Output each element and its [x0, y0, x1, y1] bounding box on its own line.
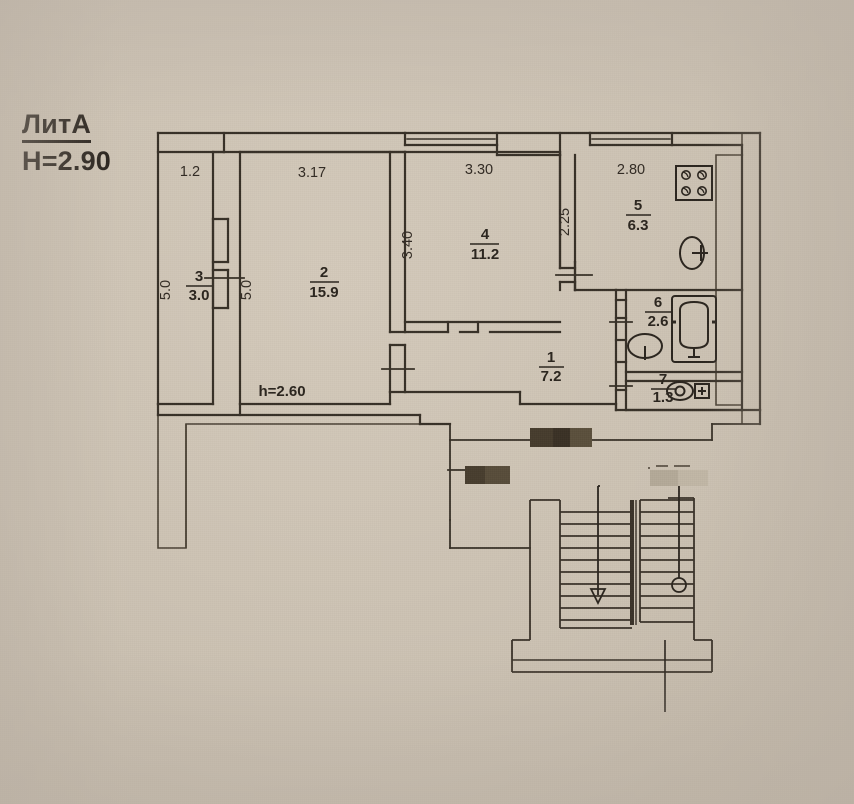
building-height-label: H=2.90 [22, 146, 112, 177]
dim-balcony-depth-left: 5.0 [158, 280, 174, 300]
room-5-area: 6.3 [628, 217, 649, 234]
dim-balcony-width: 1.2 [180, 164, 200, 180]
room-1-area: 7.2 [541, 368, 562, 385]
room-6-area: 2.6 [648, 313, 669, 330]
fixture-washbasin [627, 333, 663, 360]
dim-room4-width: 3.30 [465, 162, 493, 178]
room-3-number: 3 [195, 268, 203, 285]
room-4-area: 11.2 [471, 246, 499, 263]
dim-room2-width: 3.17 [298, 165, 326, 181]
stairwell [511, 497, 713, 673]
room-2-number: 2 [320, 264, 328, 281]
dim-balcony-depth-right: 5.0 [239, 280, 255, 300]
fixture-bathtub [671, 295, 717, 363]
room-1-number: 1 [547, 349, 555, 366]
redaction-block-upper [530, 428, 592, 447]
dim-kitchen-width: 2.80 [617, 162, 645, 178]
stair-direction-arrow [589, 485, 607, 606]
room-2-area: 15.9 [309, 284, 338, 301]
room-7-number: 7 [659, 371, 667, 388]
room-6-number: 6 [654, 294, 662, 311]
room-7-area: 1.3 [653, 389, 674, 406]
dim-kitchen-depth: 2.25 [557, 208, 573, 236]
room-4-number: 4 [481, 226, 490, 243]
room-3-area: 3.0 [189, 287, 210, 304]
room-5-number: 5 [634, 197, 642, 214]
redaction-block-left [465, 466, 510, 484]
ceiling-height-note: h=2.60 [258, 383, 305, 400]
fixture-kitchen-stove [675, 165, 713, 201]
redaction-block-right [648, 465, 708, 486]
fixture-kitchen-sink [679, 236, 708, 270]
stair-landing-marker [671, 478, 687, 593]
dim-room4-depth: 3.40 [400, 231, 416, 259]
